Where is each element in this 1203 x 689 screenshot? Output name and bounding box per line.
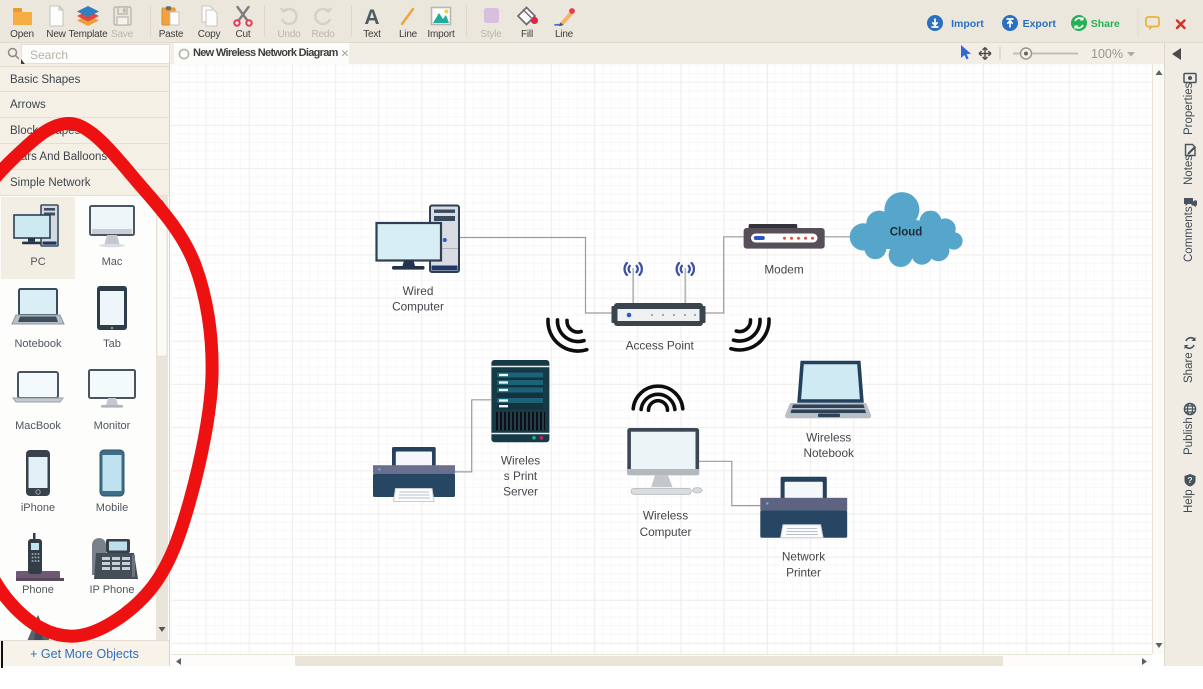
svg-text:Network: Network [782,549,825,563]
svg-text:Computer: Computer [640,525,692,539]
svg-text:100%: 100% [1091,47,1123,61]
svg-text:Export: Export [1023,18,1057,30]
svg-text:?: ? [1187,475,1192,485]
svg-text:Printer: Printer [786,565,821,579]
svg-text:Cloud: Cloud [890,227,923,239]
svg-text:Notebook: Notebook [803,446,854,460]
svg-text:Access Point: Access Point [626,338,695,352]
svg-text:Wireless: Wireless [643,508,688,522]
svg-text:Computer: Computer [392,299,444,313]
svg-text:Server: Server [503,484,538,498]
svg-text:A: A [364,6,379,28]
svg-text:Wireless: Wireless [806,430,851,444]
svg-text:Wireles: Wireles [501,453,540,467]
svg-text:Wired: Wired [403,284,434,298]
svg-text:s Print: s Print [504,469,538,483]
svg-text:Import: Import [951,18,984,30]
svg-text:Modem: Modem [764,262,804,276]
svg-text:Share: Share [1091,18,1120,30]
